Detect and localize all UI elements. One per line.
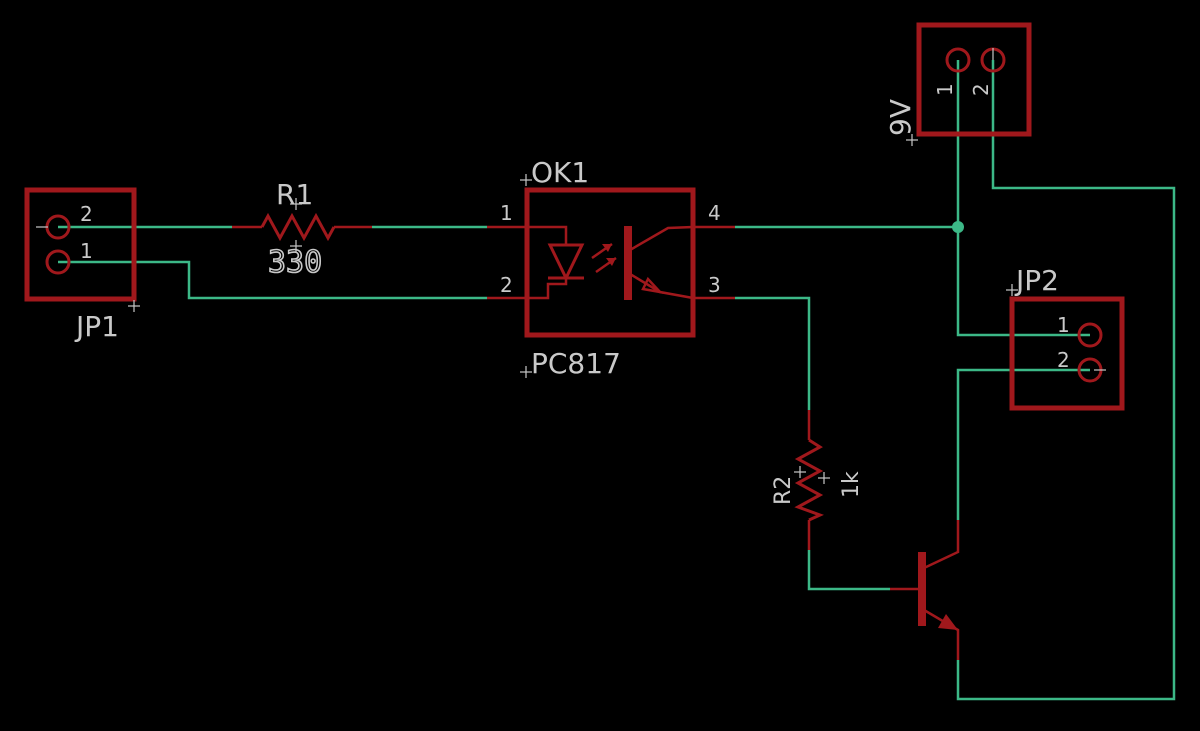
jp1-connector[interactable]: 2 1 JP1 (24, 187, 140, 343)
nets (58, 60, 1176, 701)
jp2-name-label: JP2 (1014, 264, 1059, 297)
ok1-name-label: OK1 (531, 156, 589, 189)
npn-transistor[interactable] (890, 520, 960, 660)
r2-resistor[interactable]: R2 1k (771, 410, 864, 550)
r1-resistor[interactable]: R1 330 (232, 178, 372, 281)
9v-pin-1-label: 1 (933, 83, 957, 96)
ok1-pin-4-label: 4 (708, 201, 721, 225)
net-jp1-pin1-to-ok1-pin2[interactable] (58, 260, 487, 300)
ok1-optocoupler[interactable]: 1 2 4 3 OK1 PC817 (487, 156, 735, 380)
net-vcc-to-jp2-pin1[interactable] (956, 60, 1090, 337)
net-r2-to-base[interactable] (807, 550, 890, 591)
jp2-pin-1-label: 1 (1057, 313, 1070, 337)
jp1-pin-1-label: 1 (80, 239, 93, 263)
ok1-pin-2-label: 2 (500, 273, 513, 297)
junction-dot (952, 221, 964, 233)
9v-name-label: 9V (884, 99, 917, 136)
jp2-pin-2-label: 2 (1057, 348, 1070, 372)
9v-pin-2-label: 2 (969, 83, 993, 96)
r2-name-label: R2 (771, 476, 796, 505)
net-9v-pin2-to-emitter[interactable] (956, 60, 1176, 701)
r2-value-label: 1k (839, 471, 864, 498)
net-jp2-pin2-to-collector[interactable] (956, 368, 1090, 520)
ok1-pin-1-label: 1 (500, 201, 513, 225)
ok1-pin-3-label: 3 (708, 273, 721, 297)
ok1-value-label: PC817 (531, 347, 621, 380)
jp1-pin-2-label: 2 (80, 202, 93, 226)
jp2-connector[interactable]: 1 2 JP2 (1006, 264, 1125, 411)
r1-name-label: R1 (276, 178, 313, 211)
jp1-name-label: JP1 (74, 310, 119, 343)
9v-connector[interactable]: 1 2 9V (884, 22, 1032, 146)
r1-value-label: 330 (268, 245, 322, 280)
net-ok1-pin3-to-r2[interactable] (735, 296, 811, 410)
